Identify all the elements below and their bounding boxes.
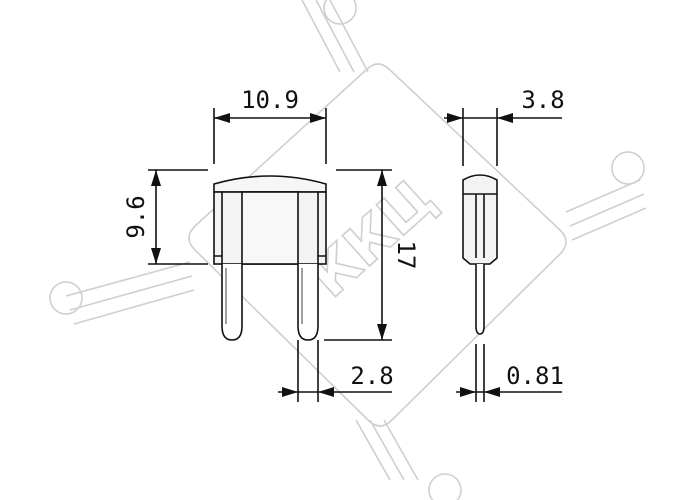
fuse-front-view bbox=[213, 175, 327, 341]
arrow-width-left bbox=[214, 113, 230, 123]
dim-h17-label: 17 bbox=[392, 241, 420, 270]
arrow-width-right bbox=[310, 113, 326, 123]
fuse-blade-right bbox=[297, 264, 319, 341]
arrow-h17-top bbox=[377, 170, 387, 186]
arrow-terminal-left bbox=[282, 387, 298, 397]
watermark-circle-right bbox=[611, 151, 645, 185]
watermark-circle-top bbox=[323, 0, 357, 25]
watermark-bottom-stripes bbox=[355, 419, 419, 481]
watermark-frame bbox=[188, 63, 567, 427]
dim-thick-label: 3.8 bbox=[521, 86, 564, 114]
side-body bbox=[462, 174, 498, 265]
fuse-blade-left bbox=[221, 264, 243, 341]
watermark-circle-left bbox=[49, 281, 83, 315]
dim-width-label: 10.9 bbox=[241, 86, 299, 114]
dimension-arrows bbox=[151, 113, 513, 397]
side-terminal bbox=[475, 264, 485, 335]
watermark-right-stripes bbox=[565, 179, 647, 241]
arrow-thick-left bbox=[447, 113, 463, 123]
watermark-circle-bottom bbox=[428, 473, 462, 500]
fuse-step-right bbox=[317, 255, 326, 264]
watermark-left-stripes bbox=[65, 261, 195, 325]
arrow-thin-right bbox=[484, 387, 500, 397]
dim-terminal-label: 2.8 bbox=[350, 362, 393, 390]
arrow-h17-bottom bbox=[377, 324, 387, 340]
fuse-window bbox=[241, 191, 299, 265]
dim-h96-label: 9.6 bbox=[122, 195, 150, 238]
arrow-h96-top bbox=[151, 170, 161, 186]
fuse-cap bbox=[213, 175, 327, 193]
arrow-thick-right bbox=[497, 113, 513, 123]
dim-thin-label: 0.81 bbox=[506, 362, 564, 390]
arrow-thin-left bbox=[460, 387, 476, 397]
fuse-side-view bbox=[462, 174, 498, 335]
arrow-terminal-right bbox=[318, 387, 334, 397]
watermark-top-stripes bbox=[301, 0, 369, 73]
watermark bbox=[49, 0, 647, 500]
arrow-h96-bottom bbox=[151, 248, 161, 264]
fuse-step-left bbox=[214, 255, 223, 264]
